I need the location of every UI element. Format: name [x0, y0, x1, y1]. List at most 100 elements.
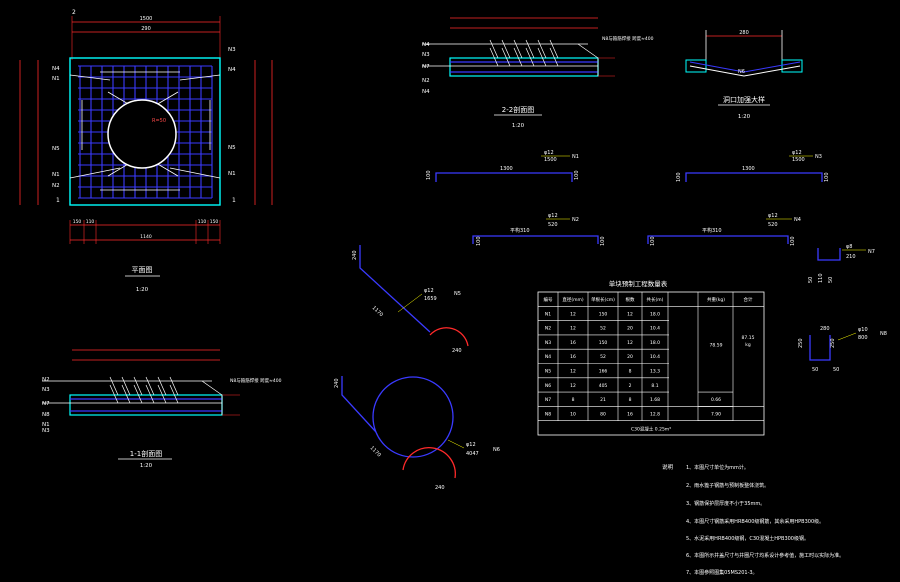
svg-text:100: 100	[824, 172, 830, 182]
table-header-cell: 直径(mm)	[562, 296, 584, 303]
table-cell: 8.1	[651, 383, 658, 389]
section-stirrup	[133, 384, 143, 404]
table-cell: N3	[545, 340, 551, 346]
sec11-label-6: N3	[42, 428, 50, 434]
plan-rebar-white	[69, 167, 121, 179]
sec11-title: 1-1剖面图	[130, 449, 162, 458]
bar-n8-c: 50	[812, 367, 818, 373]
section-stirrup	[169, 384, 179, 404]
mouth-detail: 280 N6 洞口加强大样 1:20	[685, 30, 803, 120]
table-concrete: C30混凝土 0.25m³	[631, 426, 671, 433]
section-stirrup	[537, 39, 547, 59]
table-total-unit: kg	[745, 342, 751, 348]
plan-rebar-white	[169, 167, 221, 179]
table-cell: 80	[600, 411, 606, 417]
sec22-label-3: N7	[422, 64, 430, 70]
quantity-table: 单块预制工程数量表 编号直径(mm)单根长(cm)根数共长(m)共重(kg)合计…	[537, 279, 765, 436]
section-stirrup	[109, 384, 119, 404]
bar-n7-b: 110	[818, 273, 824, 283]
table-cell: 150	[599, 340, 608, 346]
table-cell: 150	[599, 311, 608, 317]
bar-n1-hook: 100	[426, 170, 432, 180]
table-cell: 405	[599, 383, 608, 389]
plan-dim-bottom: 150	[73, 219, 82, 225]
bar-n4-len: 520	[768, 222, 778, 228]
section-stirrup	[501, 39, 511, 59]
plan-view: 1500 290 2 R=50 N4 N1 N5 N1 N2 N3 N4 N5 …	[19, 9, 273, 293]
plan-label-n5-r: N5	[228, 145, 236, 151]
plan-dim-bottom: 150	[210, 219, 219, 225]
table-n8-weight: 7.90	[711, 411, 721, 417]
bar-n5-dia: φ12	[424, 288, 434, 294]
section-stirrup	[525, 39, 535, 59]
notes: 说明 1、本图尺寸单位为mm计。 2、雨水篦子钢筋与预制板整体浇筑。 3、钢筋保…	[662, 463, 844, 576]
section-stirrup	[169, 376, 179, 396]
plan-dim-bottom: 1140	[140, 234, 152, 240]
table-cell: N1	[545, 311, 551, 317]
svg-text:100: 100	[600, 236, 606, 246]
sec22-title: 2-2剖面图	[502, 105, 534, 114]
bar-n6-b: 1170	[369, 445, 382, 458]
bar-n2-hook: 100	[476, 236, 482, 246]
section-stirrup	[549, 47, 559, 67]
svg-text:100: 100	[574, 170, 580, 180]
table-cell: 12	[570, 383, 576, 389]
plan-dim-top-1: 1500	[140, 16, 153, 22]
plan-label-n2-l: N2	[52, 183, 60, 189]
plan-rebar-white	[155, 91, 179, 106]
table-cell: N7	[545, 397, 551, 403]
section-stirrup	[489, 47, 499, 67]
section-stirrup	[157, 376, 167, 396]
bar-n3-dia: φ12	[792, 150, 802, 156]
note-3: 3、钢筋保护层厚度不小于35mm。	[686, 500, 765, 507]
table-cell: 20	[627, 326, 633, 332]
table-cell: 21	[600, 397, 606, 403]
table-cell: N2	[545, 326, 551, 332]
table-cell: 18.0	[650, 311, 660, 317]
table-merged-weight: 78.59	[710, 342, 723, 348]
section-stirrup	[549, 39, 559, 59]
note-4: 4、本图尺寸钢筋采用HRB400级钢筋，其余采用HPB300级。	[686, 518, 824, 525]
svg-text:250: 250	[830, 338, 836, 348]
bar-n5-id: N5	[454, 291, 461, 297]
sec22-label-1: N4	[422, 42, 430, 48]
table-cell: 18.0	[650, 340, 660, 346]
bar-n6-a: 240	[334, 378, 340, 388]
note-6: 6、本图所示井盖尺寸与井圈尺寸均系设计参考值，施工时以实际为准。	[686, 552, 844, 559]
plan-dim-top-2: 290	[141, 26, 151, 32]
table-header-cell: 合计	[744, 296, 753, 303]
plan-radius-label: R=50	[152, 118, 166, 124]
note-1: 1、本图尺寸单位为mm计。	[686, 464, 749, 471]
bar-n6-c: 240	[435, 485, 445, 491]
table-header-cell: 共重(kg)	[707, 296, 725, 303]
section-hook	[201, 380, 223, 415]
table-cell: N8	[545, 411, 551, 417]
table-cell: 8	[629, 397, 632, 403]
bar-n1-dia: φ12	[544, 150, 554, 156]
section-stirrup	[109, 376, 119, 396]
table-cell: 52	[600, 326, 606, 332]
table-cell: 12.8	[650, 411, 660, 417]
table-cell: 20	[627, 354, 633, 360]
table-cell: N6	[545, 383, 551, 389]
bar-n5-b: 1170	[371, 305, 384, 318]
table-cell: 16	[570, 354, 576, 360]
table-cell: 12	[570, 311, 576, 317]
bar-n8-a: 280	[820, 326, 830, 332]
mouth-dim: 280	[739, 30, 749, 36]
section-stirrup	[501, 47, 511, 67]
sec22-label-2: N3	[422, 52, 430, 58]
bar-n1-id: N1	[572, 154, 579, 160]
bar-n7-dia: φ8	[846, 244, 852, 250]
note-2: 2、雨水篦子钢筋与预制板整体浇筑。	[686, 482, 769, 489]
section-hook	[577, 43, 599, 76]
table-total: 87.15	[742, 335, 755, 341]
table-cell: 12	[627, 340, 633, 346]
mouth-title: 洞口加强大样	[723, 95, 765, 104]
sec11-note: N8与箍筋焊接 跨度≈400	[230, 377, 282, 384]
bar-n7-c: 50	[828, 277, 834, 283]
plan-dim-bottom: 110	[198, 219, 207, 225]
notes-heading: 说明	[662, 463, 674, 471]
table-cell: 10.4	[650, 354, 660, 360]
bar-n4-id: N4	[794, 217, 801, 223]
